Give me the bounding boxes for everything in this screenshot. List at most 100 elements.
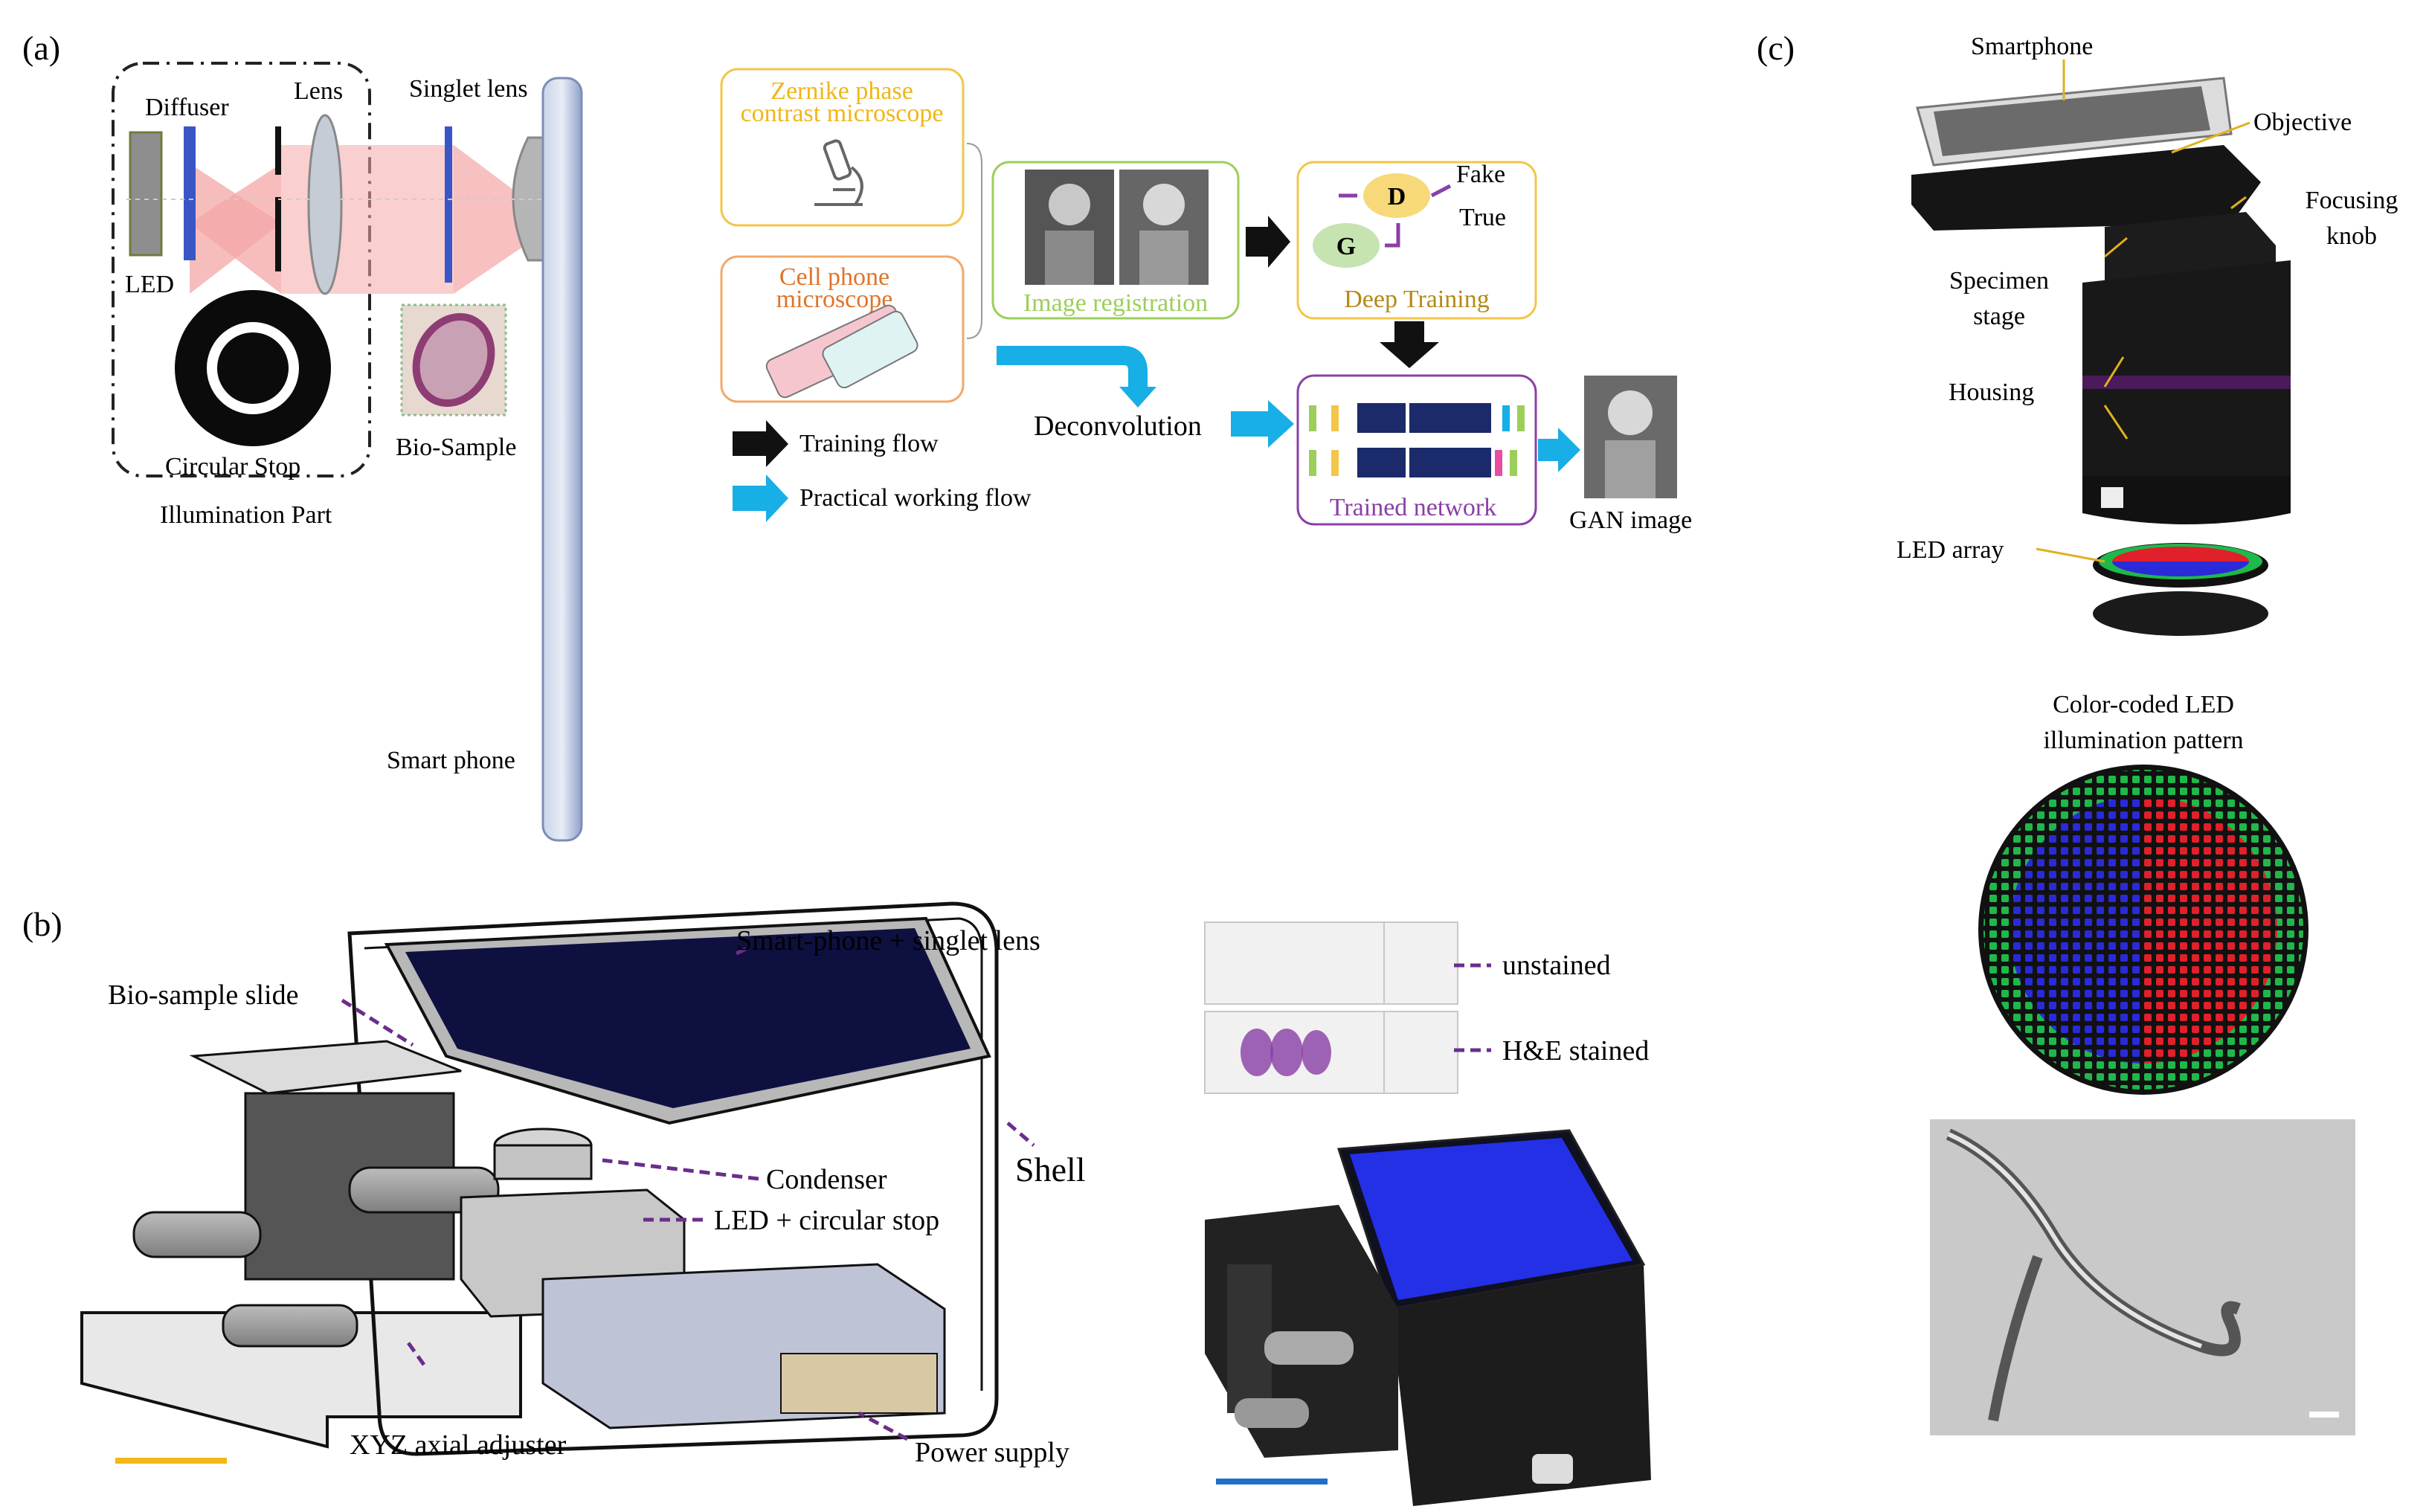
unstained-label: unstained xyxy=(1502,950,1611,981)
scale-bar-yellow xyxy=(115,1458,227,1464)
condenser-body xyxy=(493,1144,593,1180)
training-flow-label: Training flow xyxy=(799,430,939,457)
c-objective-label: Objective xyxy=(2253,109,2352,136)
true-label: True xyxy=(1459,204,1506,231)
stain-blob-2 xyxy=(1270,1029,1303,1076)
c-led-array-label: LED array xyxy=(1896,536,2004,564)
cellphone-icon-front xyxy=(822,310,918,389)
training-arrow-1 xyxy=(1246,216,1290,268)
g-label: G xyxy=(1336,233,1356,260)
unstained-slide-divider xyxy=(1383,922,1385,1004)
legend-training-arrow xyxy=(733,420,788,467)
fake-label: Fake xyxy=(1456,161,1505,188)
cellphone-label-1: Cell phone xyxy=(779,263,889,291)
led-circular-stop-label: LED + circular stop xyxy=(714,1205,939,1236)
practical-flow-label: Practical working flow xyxy=(799,484,1032,512)
c-housing-band xyxy=(2082,376,2291,389)
panel-b-label: (b) xyxy=(22,905,62,943)
panel-c: (c) Smartphone Objective Focus xyxy=(1757,29,2398,1435)
stain-blob-3 xyxy=(1302,1030,1331,1075)
c-led-base xyxy=(2093,591,2268,636)
c-pattern-red xyxy=(2143,796,2277,1064)
he-slide-divider xyxy=(1383,1011,1385,1093)
power-supply-panel xyxy=(780,1353,938,1414)
panel-a-label: (a) xyxy=(22,29,60,67)
g-to-d-arrow xyxy=(1385,223,1400,248)
c-pattern-label-2: illumination pattern xyxy=(2043,727,2243,754)
beam-4 xyxy=(454,145,558,294)
bio-sample-slide-label: Bio-sample slide xyxy=(108,979,298,1011)
lens-shape xyxy=(307,114,343,295)
c-tray xyxy=(1911,145,2261,231)
smart-phone-body xyxy=(541,77,583,842)
shell-inner xyxy=(364,917,983,1391)
c-worm-1-highlight xyxy=(1947,1132,2203,1348)
discriminator-node xyxy=(1363,173,1430,218)
xyz-label: XYZ axial adjuster xyxy=(350,1429,567,1461)
d-label: D xyxy=(1388,183,1406,210)
c-pattern-blue xyxy=(2010,796,2143,1064)
circular-stop-ring xyxy=(207,322,299,414)
lens-label: Lens xyxy=(294,77,343,105)
c-specimen-label-1: Specimen xyxy=(1949,267,2049,295)
stop-top xyxy=(275,126,281,175)
singlet-lens-label: Singlet lens xyxy=(409,75,528,103)
c-led-array-blue xyxy=(2112,562,2249,576)
registration-body-1 xyxy=(1045,231,1094,285)
scale-bar-blue xyxy=(1216,1479,1328,1484)
bio-sample-label: Bio-Sample xyxy=(396,434,516,461)
xyz-knob-left xyxy=(132,1211,262,1258)
shell-label: Shell xyxy=(1015,1151,1086,1188)
he-stained-label: H&E stained xyxy=(1502,1035,1649,1067)
d-output-arrow xyxy=(1430,184,1452,198)
c-specimen-label-2: stage xyxy=(1973,303,2025,330)
panel-c-leaders xyxy=(2036,59,2250,563)
beam-3 xyxy=(281,145,558,294)
circular-stop-label: Circular Stop xyxy=(165,453,300,480)
panel-a: (a) Diffuser Lens Singlet lens L xyxy=(22,29,1692,842)
legend-practical-arrow xyxy=(733,474,788,522)
phone-screen xyxy=(405,928,971,1108)
bio-sample-cell xyxy=(412,312,495,408)
slide-stage xyxy=(189,1040,462,1095)
illumination-part-label: Illumination Part xyxy=(160,501,332,529)
c-housing-base xyxy=(2082,476,2291,524)
diffuser-plate xyxy=(184,126,196,260)
c-worm-2 xyxy=(1988,1255,2043,1422)
diffuser-label: Diffuser xyxy=(145,94,229,121)
smartphone-singlet-label: Smart-phone + singlet lens xyxy=(736,925,1040,956)
c-smartphone-screen xyxy=(1934,86,2210,156)
stain-blob-1 xyxy=(1241,1029,1273,1076)
registration-face-1 xyxy=(1049,184,1090,225)
gan-body xyxy=(1605,440,1656,498)
prototype-photo xyxy=(1205,1129,1651,1506)
c-smartphone-label: Smartphone xyxy=(1971,33,2093,60)
led-block xyxy=(129,131,163,257)
c-led-array-red xyxy=(2112,547,2249,562)
c-housing-text: Housing xyxy=(1949,379,2034,406)
zernike-label-1: Zernike phase xyxy=(770,77,913,105)
xyz-knob-bottom xyxy=(222,1304,358,1348)
shell-outline xyxy=(347,901,999,1456)
deep-training-box xyxy=(1296,161,1537,320)
gan-face xyxy=(1608,390,1653,435)
practical-arrow-2 xyxy=(1231,400,1294,448)
zernike-label-2: contrast microscope xyxy=(741,100,944,127)
c-pattern-label-1: Color-coded LED xyxy=(2053,691,2234,718)
image-registration-label: Image registration xyxy=(1023,289,1208,317)
trained-network-label: Trained network xyxy=(1330,494,1496,521)
sample-plate xyxy=(445,126,452,283)
stop-bottom xyxy=(275,197,281,271)
beam-2 xyxy=(190,164,281,294)
deconvolution-label: Deconvolution xyxy=(1034,411,1202,442)
unstained-slide xyxy=(1204,921,1458,1005)
c-micrograph-scale xyxy=(2309,1412,2339,1418)
deep-training-label: Deep Training xyxy=(1344,286,1490,313)
c-housing-label xyxy=(2101,487,2123,508)
condenser-label: Condenser xyxy=(766,1164,887,1195)
cellphone-label-2: microscope xyxy=(776,286,893,313)
generator-node xyxy=(1313,223,1380,268)
c-focusing-label-1: Focusing xyxy=(2306,187,2398,214)
microscope-icon xyxy=(814,139,863,206)
